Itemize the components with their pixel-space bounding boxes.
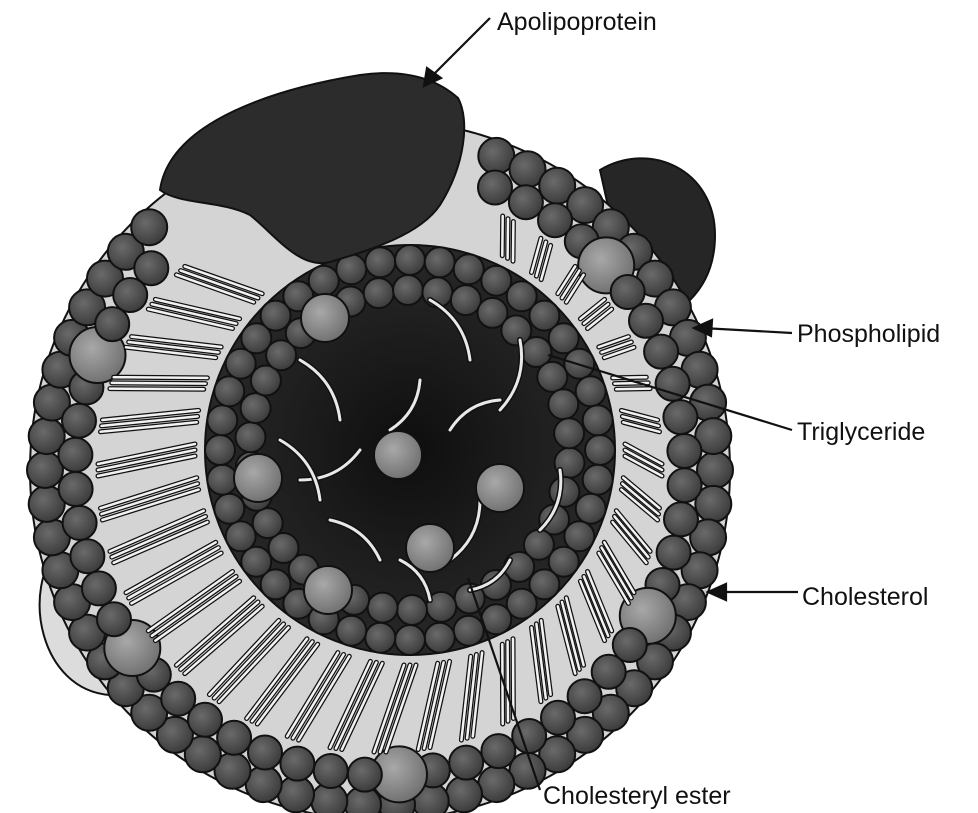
phospholipid-head <box>134 251 168 285</box>
inner-phospholipid-head <box>583 465 613 495</box>
cholesteryl-ester-ball <box>301 294 349 342</box>
inner-phospholipid-head <box>226 521 256 551</box>
phospholipid-head <box>278 776 314 812</box>
phospholipid-head <box>217 721 251 755</box>
phospholipid-head <box>663 400 697 434</box>
phospholipid-head <box>509 185 543 219</box>
apolipoprotein-pointer <box>432 18 490 76</box>
phospholipid-tail <box>112 383 206 384</box>
phospholipid-head <box>63 506 97 540</box>
inner-phospholipid-head <box>549 477 579 507</box>
inner-phospholipid-head <box>207 465 237 495</box>
inner-phospholipid-head <box>207 405 237 435</box>
phospholipid-head <box>656 367 690 401</box>
label-cholesterol: Cholesterol <box>802 585 928 610</box>
inner-phospholipid-head <box>253 508 283 538</box>
phospholipid-head <box>478 766 514 802</box>
inner-phospholipid-head <box>583 405 613 435</box>
cholesteryl-ester-ball <box>374 431 422 479</box>
inner-phospholipid-head <box>214 494 244 524</box>
inner-phospholipid-head <box>454 616 484 646</box>
inner-phospholipid-head <box>585 435 615 465</box>
phospholipid-tail <box>616 389 650 390</box>
phospholipid-head <box>629 304 663 338</box>
inner-phospholipid-head <box>548 389 578 419</box>
inner-phospholipid-head <box>425 247 455 277</box>
phospholipid-head <box>449 746 483 780</box>
phospholipid-head <box>95 307 129 341</box>
inner-phospholipid-head <box>241 393 271 423</box>
inner-phospholipid-head <box>576 494 606 524</box>
phospholipid-head <box>541 701 575 735</box>
phospholipid-tail <box>114 377 208 378</box>
inner-phospholipid-head <box>336 616 366 646</box>
phospholipid-pointer <box>702 328 792 333</box>
inner-phospholipid-head <box>214 376 244 406</box>
inner-phospholipid-head <box>537 362 567 392</box>
inner-phospholipid-head <box>368 593 398 623</box>
phospholipid-head <box>667 434 701 468</box>
phospholipid-head <box>478 171 512 205</box>
phospholipid-head <box>481 734 515 768</box>
label-cholesteryl-ester: Cholesteryl ester <box>543 784 731 809</box>
inner-phospholipid-head <box>365 247 395 277</box>
inner-phospholipid-head <box>309 266 339 296</box>
phospholipid-head <box>668 468 702 502</box>
phospholipid-head <box>280 747 314 781</box>
phospholipid-head <box>348 758 382 792</box>
phospholipid-head <box>70 539 104 573</box>
inner-phospholipid-head <box>364 278 394 308</box>
phospholipid-head <box>82 571 116 605</box>
phospholipid-head <box>446 776 482 812</box>
phospholipid-head <box>62 404 96 438</box>
phospholipid-head <box>644 335 678 369</box>
phospholipid-head <box>657 536 691 570</box>
phospholipid-head <box>314 754 348 788</box>
cholesteryl-ester-ball <box>476 464 524 512</box>
inner-phospholipid-head <box>425 623 455 653</box>
label-phospholipid: Phospholipid <box>797 322 940 347</box>
inner-phospholipid-head <box>393 275 423 305</box>
cholesteryl-ester-ball <box>304 566 352 614</box>
cholesteryl-ester-ball <box>406 524 454 572</box>
inner-phospholipid-head <box>576 376 606 406</box>
inner-phospholipid-head <box>554 418 584 448</box>
inner-phospholipid-head <box>236 422 266 452</box>
phospholipid-head <box>248 736 282 770</box>
phospholipid-head <box>611 275 645 309</box>
cholesteryl-ester-ball <box>234 454 282 502</box>
inner-phospholipid-head <box>397 595 427 625</box>
inner-phospholipid-head <box>395 245 425 275</box>
phospholipid-head <box>131 209 167 245</box>
phospholipid-head <box>59 472 93 506</box>
label-triglyceride: Triglyceride <box>797 420 925 445</box>
phospholipid-tail <box>110 389 204 390</box>
label-apolipoprotein: Apolipoprotein <box>497 10 657 35</box>
phospholipid-head <box>97 602 131 636</box>
inner-phospholipid-head <box>395 625 425 655</box>
phospholipid-head <box>664 502 698 536</box>
phospholipid-head <box>58 438 92 472</box>
inner-phospholipid-head <box>205 435 235 465</box>
inner-phospholipid-head <box>365 623 395 653</box>
inner-phospholipid-head <box>451 285 481 315</box>
inner-phospholipid-head <box>454 254 484 284</box>
